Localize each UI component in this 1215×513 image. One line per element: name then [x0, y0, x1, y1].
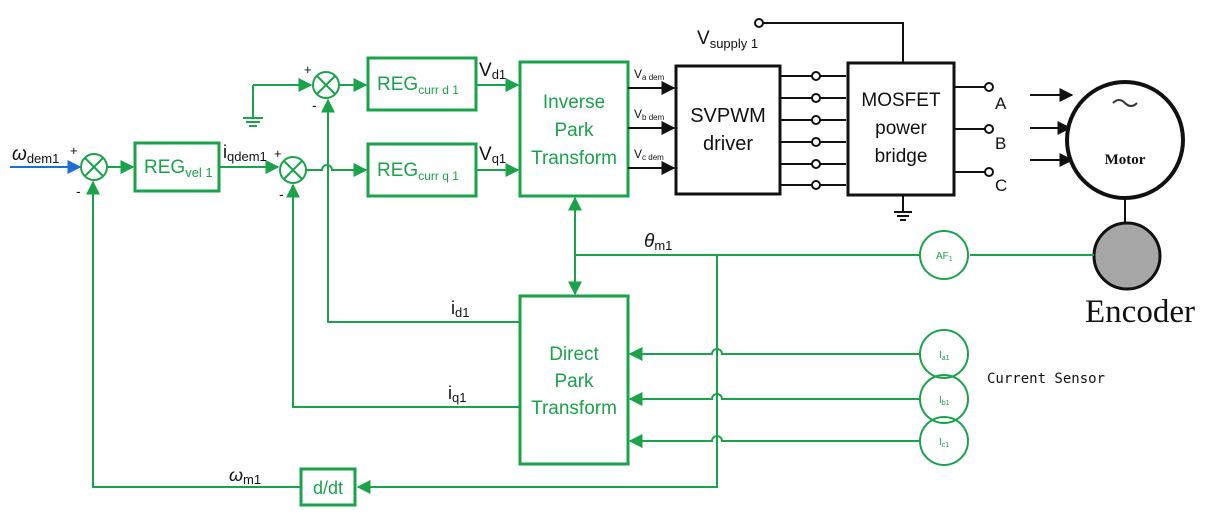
encoder-label: Encoder	[1085, 294, 1195, 330]
inverse-park-line-2: Park	[554, 120, 594, 141]
ib-line	[628, 392, 920, 406]
vsupply-label: Vsupply 1	[697, 28, 758, 51]
iq-label: iq1	[448, 383, 466, 405]
reg-vel-label: REGvel 1	[144, 157, 213, 180]
sum1-minus: -	[76, 183, 81, 199]
id-label: id1	[451, 298, 469, 320]
ia-sensor-label: Ia1	[939, 350, 950, 362]
direct-park-block	[518, 294, 630, 466]
supply-line	[763, 22, 904, 63]
motor-label: Motor	[1105, 152, 1146, 168]
direct-park-line-1: Direct	[549, 344, 599, 365]
phase-output-b: B	[954, 124, 1006, 153]
vb-dem-label: Vb dem	[634, 107, 665, 122]
sum-junction-q	[279, 156, 307, 184]
svg-text:B: B	[995, 134, 1006, 153]
iq-feedback	[286, 183, 520, 408]
mosfet-bridge-block	[846, 61, 956, 197]
svpwm-line-2: driver	[703, 133, 753, 155]
mosfet-line-2: power	[875, 118, 927, 139]
sum2-plus: +	[274, 146, 282, 161]
reg-vel-block	[133, 141, 221, 193]
motor-picture: Motor Encoder	[1030, 80, 1195, 330]
ia-line	[628, 347, 920, 361]
sum-junction-speed	[80, 153, 108, 181]
reg-curr-d-label: REGcurr d 1	[377, 74, 459, 97]
wm-label: ωm1	[229, 465, 261, 487]
ib-sensor	[919, 374, 969, 424]
mosfet-line-1: MOSFET	[861, 90, 941, 111]
ddt-label: d/dt	[313, 478, 343, 498]
encoder-disc	[1092, 221, 1162, 291]
svg-text:C: C	[995, 176, 1007, 195]
svpwm-line-1: SVPWM	[690, 105, 766, 127]
svg-text:A: A	[995, 94, 1007, 113]
ib-sensor-label: Ib1	[939, 395, 950, 407]
sumd-plus: +	[304, 62, 312, 77]
sum2-to-regq	[306, 163, 368, 177]
ic-line	[628, 434, 920, 448]
vq-label: Vq1	[479, 144, 506, 166]
vc-dem-label: Vc dem	[634, 147, 664, 162]
va-dem-label: Va dem	[634, 67, 665, 82]
vd-label: Vd1	[479, 60, 506, 82]
svpwm-block	[674, 64, 782, 196]
inverse-park-line-1: Inverse	[543, 92, 605, 113]
gate-signal-lines	[780, 71, 846, 190]
phase-output-a: A	[954, 82, 1007, 113]
sumd-minus: -	[312, 97, 317, 113]
sum2-minus: -	[279, 186, 284, 202]
ddt-block	[299, 467, 357, 507]
theta-to-ddt	[356, 255, 718, 494]
inverse-park-line-3: Transform	[531, 148, 617, 169]
iqdem-label: iqdem1	[223, 142, 267, 164]
theta-label: θm1	[644, 231, 672, 253]
ic-sensor	[919, 416, 969, 466]
supply-terminal	[754, 18, 764, 28]
wdem-label: ωdem1	[12, 144, 59, 166]
id-feedback	[321, 98, 520, 323]
sum1-plus: +	[70, 143, 78, 158]
current-sensor-label: Current Sensor	[987, 371, 1105, 387]
reg-curr-q-label: REGcurr q 1	[377, 160, 459, 183]
ia-sensor	[919, 329, 969, 379]
wm-feedback	[86, 180, 301, 488]
af-sensor-label: AF1	[936, 251, 953, 263]
ground-icon	[894, 195, 912, 221]
ic-sensor-label: Ic1	[939, 437, 949, 449]
phase-output-c: C	[954, 167, 1007, 195]
direct-park-line-3: Transform	[531, 398, 617, 419]
mosfet-line-3: bridge	[875, 146, 928, 167]
sum-junction-d	[312, 71, 340, 99]
direct-park-line-2: Park	[554, 371, 594, 392]
